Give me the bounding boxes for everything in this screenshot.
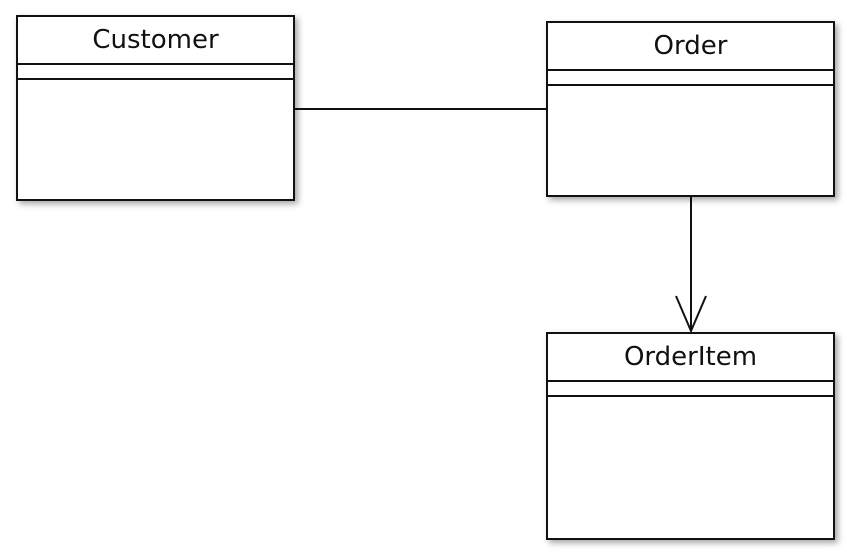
- attributes-compartment: [548, 382, 833, 397]
- class-name: OrderItem: [548, 334, 833, 382]
- operations-compartment: [18, 80, 293, 199]
- operations-compartment: [548, 86, 833, 195]
- class-name: Customer: [18, 17, 293, 65]
- attributes-compartment: [548, 71, 833, 86]
- class-box-order[interactable]: Order: [546, 21, 835, 197]
- class-box-orderitem[interactable]: OrderItem: [546, 332, 835, 540]
- class-name: Order: [548, 23, 833, 71]
- operations-compartment: [548, 397, 833, 538]
- attributes-compartment: [18, 65, 293, 80]
- open-arrowhead: [675, 295, 707, 334]
- class-box-customer[interactable]: Customer: [16, 15, 295, 201]
